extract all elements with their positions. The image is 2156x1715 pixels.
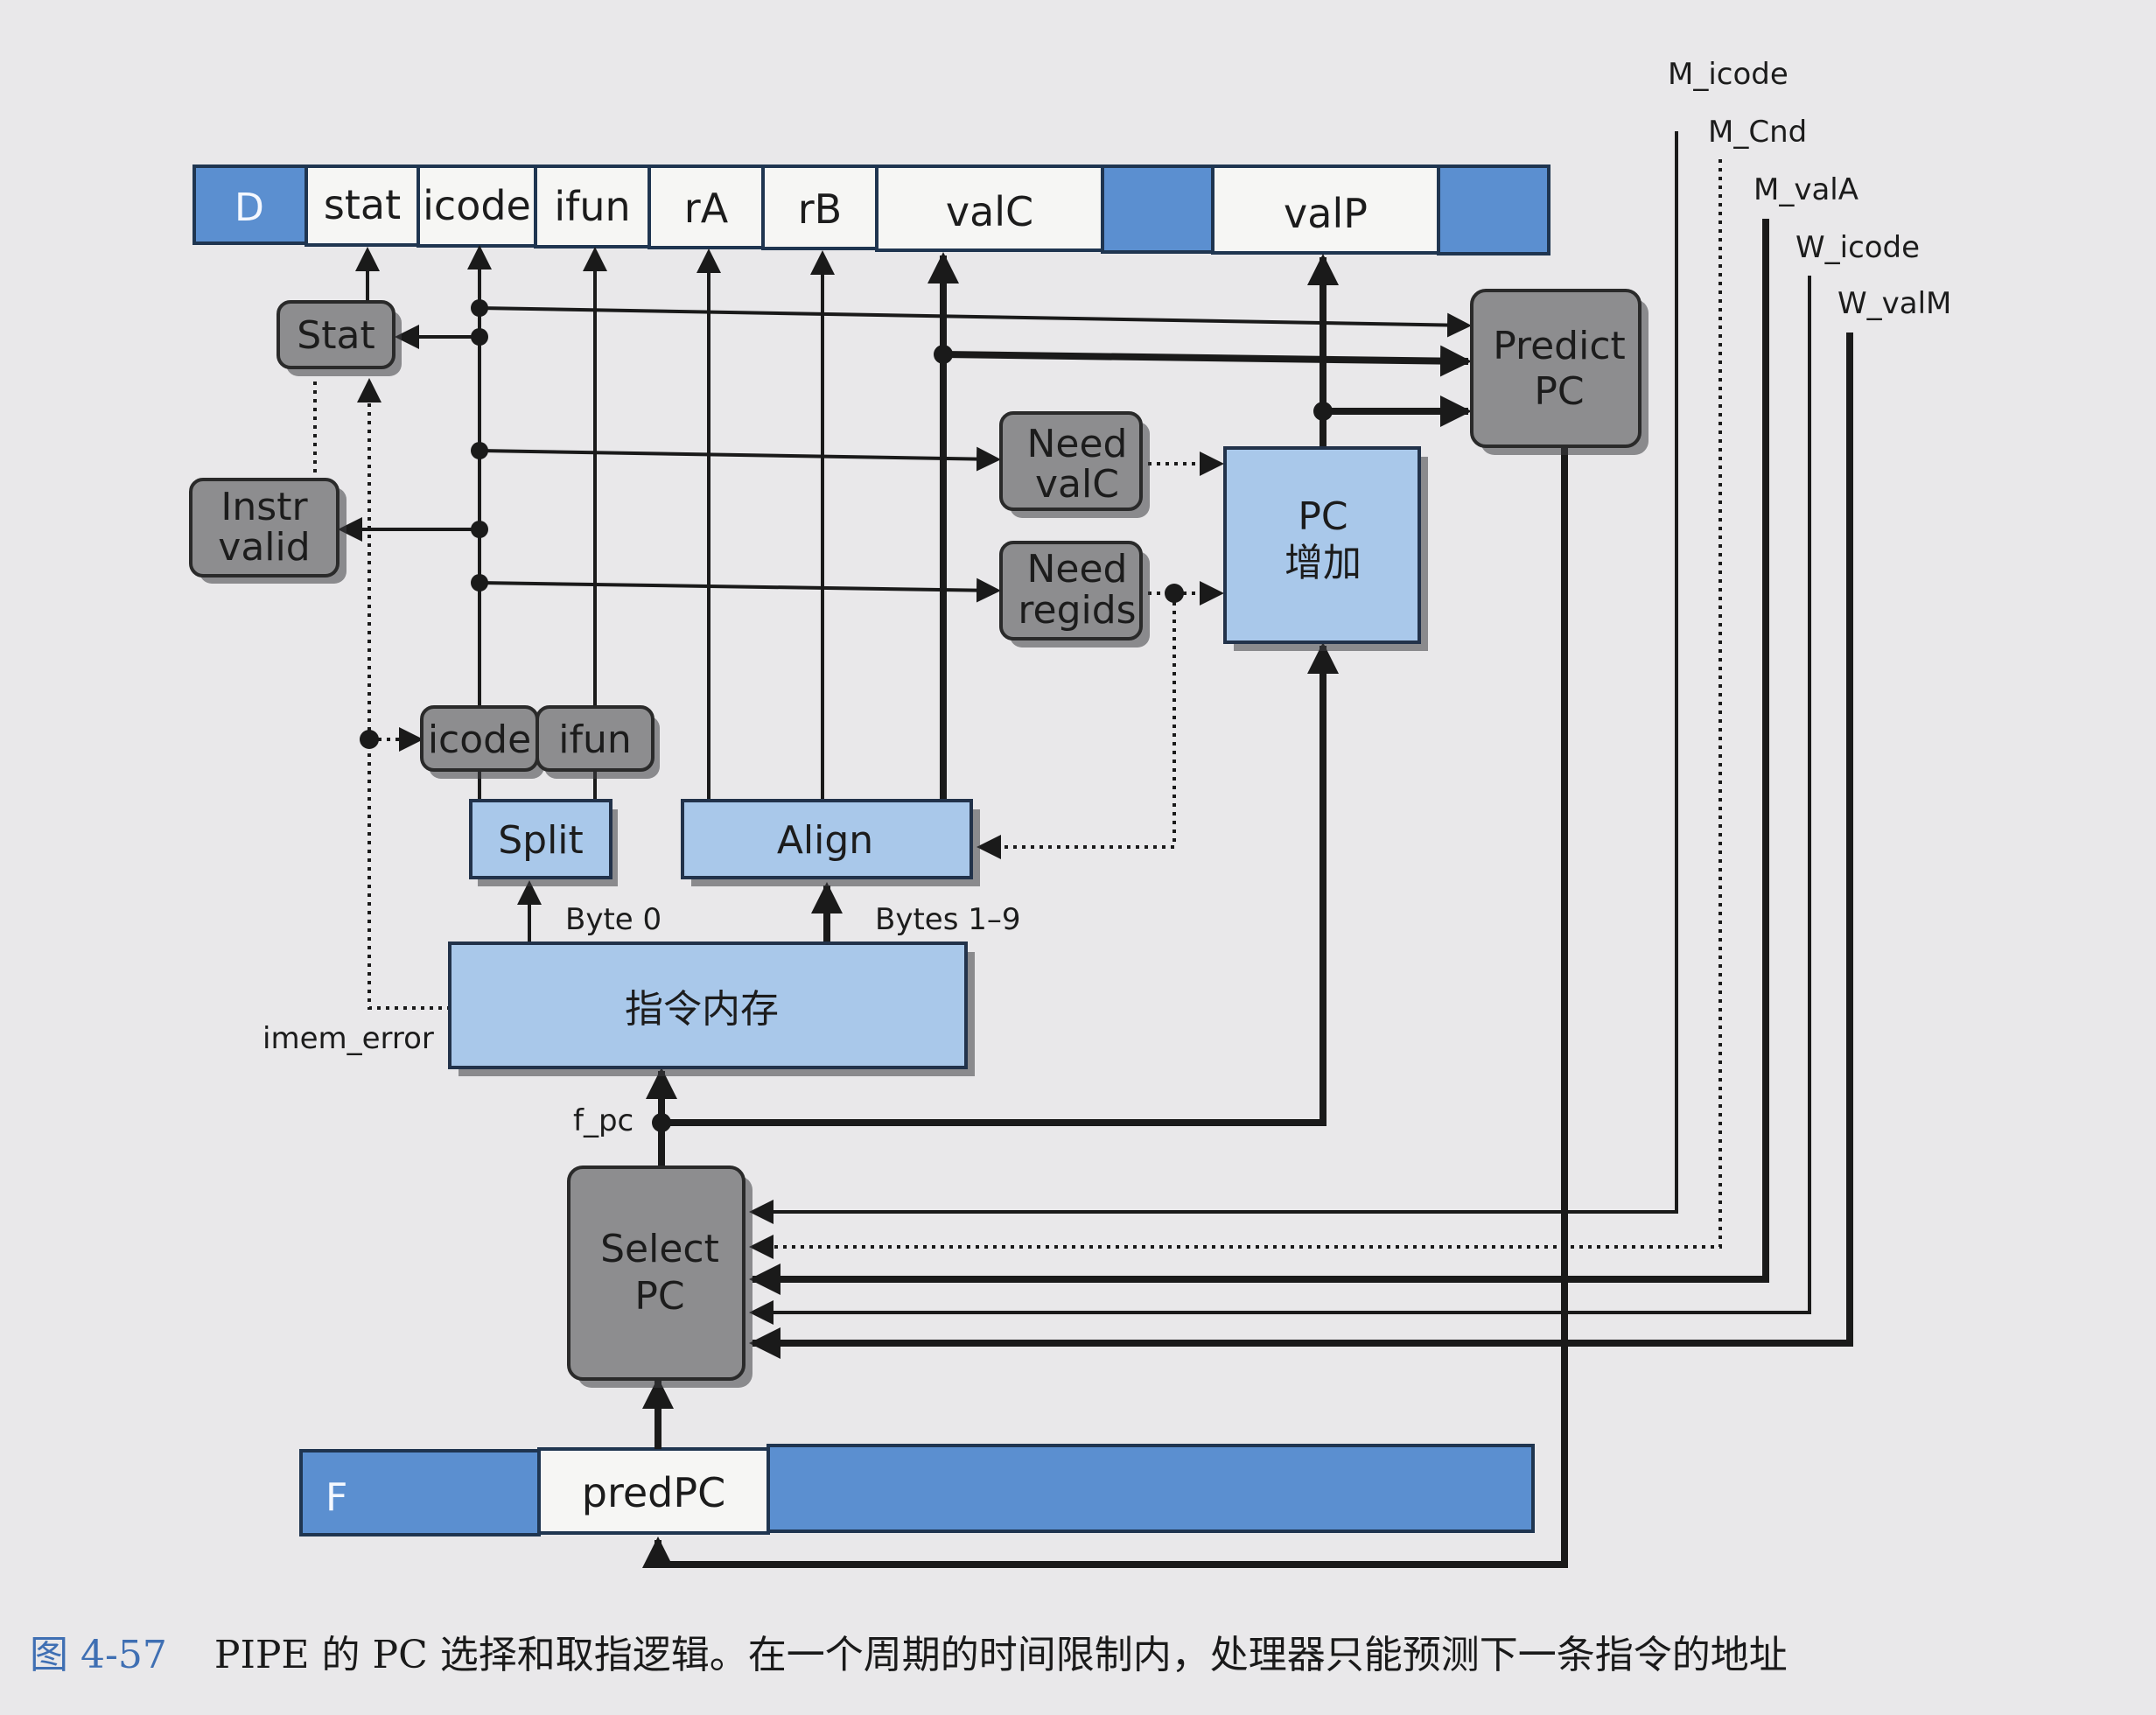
d-field-valp: valP bbox=[1284, 190, 1368, 237]
junction-dot bbox=[1165, 584, 1184, 603]
need-valc-block: Need valC bbox=[999, 411, 1150, 518]
icode-to-predict bbox=[479, 306, 1472, 338]
junction-dot bbox=[652, 1113, 671, 1132]
d-field-ra: rA bbox=[684, 185, 729, 232]
need-regids-label-1: Need bbox=[1027, 547, 1128, 592]
m-icode-wire bbox=[749, 131, 1678, 1224]
junction-dot bbox=[360, 730, 379, 749]
m-cnd-wire bbox=[749, 159, 1722, 1259]
d-field-ifun: ifun bbox=[554, 183, 630, 230]
d-register-pad-cell bbox=[1101, 164, 1214, 254]
need-regids-block: Need regids bbox=[999, 541, 1150, 648]
d-field-stat: stat bbox=[324, 181, 401, 228]
m-cnd-label: M_Cnd bbox=[1708, 115, 1807, 150]
need-valc-label-1: Need bbox=[1027, 422, 1128, 466]
align-block-label: Align bbox=[777, 818, 873, 863]
d-register-label-cell bbox=[192, 164, 308, 245]
d-field-rb-cell bbox=[761, 164, 878, 250]
ifun-block-label: ifun bbox=[558, 718, 632, 762]
pc-increment-label-1: PC bbox=[1298, 494, 1348, 539]
icode-block-label: icode bbox=[428, 718, 531, 762]
select-pc-block: Select PC bbox=[567, 1166, 752, 1388]
junctions bbox=[360, 299, 1333, 1132]
imem-error-to-stat bbox=[357, 378, 451, 1010]
f-register-label-cell bbox=[299, 1449, 541, 1536]
instruction-memory-block: 指令内存 bbox=[448, 942, 975, 1076]
fpc-to-pcinc bbox=[662, 642, 1339, 1126]
icode-to-needregids bbox=[479, 578, 1001, 603]
d-register-tail-cell bbox=[1437, 164, 1550, 256]
stat-block-label: Stat bbox=[297, 313, 374, 358]
w-icode-wire bbox=[749, 276, 1811, 1325]
f-field-predpc: predPC bbox=[582, 1469, 725, 1516]
f-register: F predPC bbox=[299, 1444, 1535, 1536]
f-field-predpc-cell bbox=[537, 1447, 770, 1535]
junction-dot bbox=[471, 328, 488, 346]
control-wires bbox=[313, 378, 1224, 1010]
valc-to-predict bbox=[942, 345, 1472, 377]
predict-pc-block: Predict PC bbox=[1470, 289, 1648, 455]
instr-valid-block: Instr valid bbox=[189, 478, 346, 584]
junction-dot bbox=[471, 521, 488, 538]
fpc-label: f_pc bbox=[573, 1103, 634, 1138]
f-register-label: F bbox=[326, 1475, 347, 1520]
d-register-label: D bbox=[234, 186, 264, 230]
d-field-valc-cell bbox=[875, 164, 1104, 252]
predict-pc-label-1: Predict bbox=[1493, 324, 1626, 368]
imem-error-label: imem_error bbox=[262, 1021, 434, 1056]
bytes19-label: Bytes 1–9 bbox=[875, 902, 1020, 937]
split-block-label: Split bbox=[498, 818, 584, 863]
figure-caption-text: PIPE 的 PC 选择和取指逻辑。在一个周期的时间限制内，处理器只能预测下一条… bbox=[214, 1633, 1788, 1677]
byte0-label: Byte 0 bbox=[565, 902, 662, 937]
instr-valid-label-2: valid bbox=[218, 525, 310, 570]
m-icode-label: M_icode bbox=[1668, 57, 1788, 92]
wires bbox=[338, 131, 1853, 1568]
junction-dot bbox=[471, 574, 488, 592]
d-field-rb: rB bbox=[798, 186, 842, 233]
w-valm-wire bbox=[749, 332, 1853, 1359]
need-valc-label-2: valC bbox=[1035, 462, 1119, 507]
d-field-stat-cell bbox=[304, 164, 420, 247]
instruction-memory-label: 指令内存 bbox=[625, 987, 779, 1032]
predict-pc-label-2: PC bbox=[1534, 369, 1584, 414]
m-vala-label: M_valA bbox=[1754, 172, 1858, 207]
junction-dot bbox=[471, 442, 488, 459]
pc-increment-block: PC 增加 bbox=[1223, 446, 1428, 651]
d-field-icode: icode bbox=[423, 182, 531, 229]
need-regids-label-2: regids bbox=[1018, 588, 1136, 633]
d-field-valc: valC bbox=[946, 188, 1033, 235]
align-block: Align bbox=[681, 799, 980, 886]
w-valm-label: W_valM bbox=[1838, 286, 1951, 321]
figure-caption: 图 4-57 PIPE 的 PC 选择和取指逻辑。在一个周期的时间限制内，处理器只… bbox=[30, 1623, 2130, 1679]
predict-to-f-wire bbox=[642, 446, 1568, 1568]
d-field-valp-cell bbox=[1211, 164, 1440, 255]
stat-block: Stat bbox=[276, 300, 402, 376]
figure-number: 图 4-57 bbox=[30, 1633, 167, 1677]
needregids-to-align bbox=[976, 593, 1176, 859]
instr-valid-label-1: Instr bbox=[220, 485, 308, 529]
d-register: D stat icode ifun rA rB valC valP bbox=[192, 164, 1550, 256]
junction-dot bbox=[1313, 402, 1333, 421]
junction-dot bbox=[934, 345, 953, 364]
d-field-ra-cell bbox=[648, 164, 765, 249]
pc-increment-label-2: 增加 bbox=[1284, 541, 1362, 585]
w-icode-label: W_icode bbox=[1796, 230, 1920, 265]
split-block: Split bbox=[469, 799, 618, 886]
f-register-tail-cell bbox=[766, 1444, 1535, 1533]
signal-labels: Byte 0 Bytes 1–9 imem_error f_pc M_icode… bbox=[262, 57, 1951, 1138]
m-vala-wire bbox=[749, 219, 1769, 1295]
icode-ifun-block: icode ifun bbox=[420, 705, 660, 779]
select-pc-label-2: PC bbox=[634, 1274, 684, 1319]
junction-dot bbox=[471, 299, 488, 317]
icode-to-needvalc bbox=[479, 446, 1001, 472]
select-pc-label-1: Select bbox=[600, 1227, 719, 1271]
